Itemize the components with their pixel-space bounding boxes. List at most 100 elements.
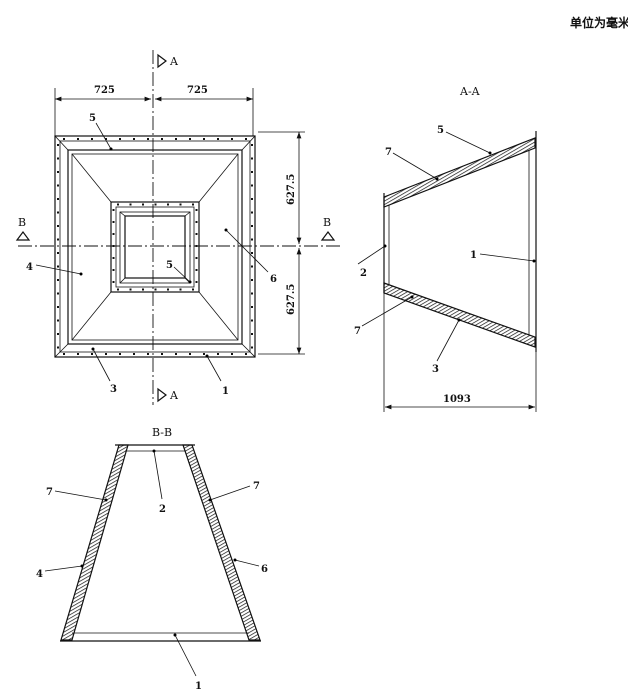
part-label-5-inner: 5 (166, 260, 173, 271)
inner-frame (67, 149, 243, 345)
bottom-wall-hatched (383, 282, 536, 348)
plan-view: A A B B 725 725 627.5 627.5 5 4 3 1 6 5 (15, 50, 340, 405)
bolt-hole (251, 198, 253, 200)
bolt-hole (112, 257, 115, 259)
top-wall-hatched (383, 137, 536, 208)
section-bb: B-B 7 2 7 4 6 1 (36, 426, 268, 692)
bolt-hole (57, 265, 59, 268)
bolt-hole (195, 221, 198, 223)
bolt-hole (251, 225, 253, 227)
bolt-hole (129, 203, 132, 206)
dim-height-bottom: 627.5 (286, 284, 297, 315)
section-bb-title: B-B (152, 426, 172, 439)
bolt-hole (57, 306, 59, 308)
bolt-hole (57, 171, 59, 173)
bolt-hole (251, 292, 253, 295)
bolt-hole (117, 203, 119, 206)
bolt-hole (57, 346, 59, 349)
part-label-4: 4 (36, 569, 43, 580)
part-label-7-right: 7 (253, 481, 260, 492)
bolt-hole (245, 353, 247, 355)
small-opening-flange (115, 206, 195, 288)
edge-line (71, 153, 112, 203)
bolt-hole (142, 288, 144, 291)
part-label-7-left: 7 (46, 487, 53, 498)
small-opening-frame (110, 201, 200, 293)
bolt-hole (112, 209, 115, 211)
bolt-hole (142, 203, 144, 206)
part-label-1: 1 (470, 250, 477, 261)
bolt-hole (57, 211, 59, 214)
bolt-hole (57, 198, 59, 200)
bolt-hole (231, 138, 233, 140)
bolt-hole (251, 346, 253, 349)
bolt-hole (251, 279, 253, 281)
bolt-hole (195, 209, 198, 211)
bolt-hole (154, 288, 157, 291)
bolt-hole (245, 138, 247, 140)
part-label-3: 3 (432, 364, 439, 375)
bolt-hole (57, 157, 59, 160)
bolt-hole (192, 203, 194, 206)
part-label-1: 1 (222, 386, 229, 397)
part-label-3: 3 (110, 384, 117, 395)
bolt-hole (57, 319, 59, 322)
bolt-hole (195, 233, 198, 235)
bolt-hole (179, 203, 182, 206)
section-a-arrow-icon (157, 387, 167, 403)
section-a-arrow-icon (157, 53, 167, 69)
bolt-hole (203, 353, 205, 355)
section-b-arrow-icon (320, 231, 336, 241)
bolt-hole (112, 281, 115, 283)
bolt-hole (133, 138, 135, 140)
bolt-hole (217, 353, 219, 355)
part-label-5: 5 (437, 125, 444, 136)
bolt-hole (192, 288, 194, 291)
bolt-hole (189, 353, 191, 355)
part-label-6: 6 (270, 274, 277, 285)
small-opening-lip (119, 211, 191, 284)
bolt-hole (57, 238, 59, 241)
bolt-hole (57, 225, 59, 227)
part-label-7-bottom: 7 (354, 326, 361, 337)
bolt-hole (119, 138, 121, 140)
part-label-6: 6 (261, 564, 268, 575)
dim-length: 1093 (443, 394, 471, 405)
bolt-hole (77, 138, 79, 140)
bolt-hole (133, 353, 135, 355)
part-label-5: 5 (89, 113, 96, 124)
bolt-hole (77, 353, 79, 355)
bolt-hole (119, 353, 121, 355)
bolt-hole (167, 203, 169, 206)
bolt-hole (251, 184, 253, 187)
bolt-hole (105, 138, 107, 140)
bolt-hole (251, 333, 253, 335)
unit-note: 单位为毫米 (570, 15, 628, 30)
bolt-hole (195, 281, 198, 283)
bolt-hole (251, 319, 253, 322)
part-label-7: 7 (385, 147, 392, 158)
section-aa: A-A 1093 5 7 2 1 7 3 (354, 85, 537, 412)
bolt-hole (189, 138, 191, 140)
bolt-hole (63, 138, 65, 140)
section-a-top-label: A (169, 55, 179, 68)
part-label-1: 1 (195, 681, 202, 692)
dim-width-left: 725 (94, 85, 115, 96)
bolt-hole (195, 257, 198, 259)
bolt-hole (251, 171, 253, 173)
section-b-arrow-icon (15, 231, 31, 241)
bolt-hole (251, 157, 253, 160)
bolt-hole (57, 144, 59, 146)
bolt-hole (112, 221, 115, 223)
bolt-hole (105, 353, 107, 355)
bolt-hole (57, 333, 59, 335)
part-label-4: 4 (26, 262, 33, 273)
bolt-hole (129, 288, 132, 291)
bolt-hole (117, 288, 119, 291)
bolt-hole (175, 353, 177, 355)
bolt-hole (147, 353, 149, 355)
inner-frame-lip (71, 153, 239, 341)
section-a-bottom-label: A (169, 389, 179, 402)
outer-frame (54, 135, 256, 358)
